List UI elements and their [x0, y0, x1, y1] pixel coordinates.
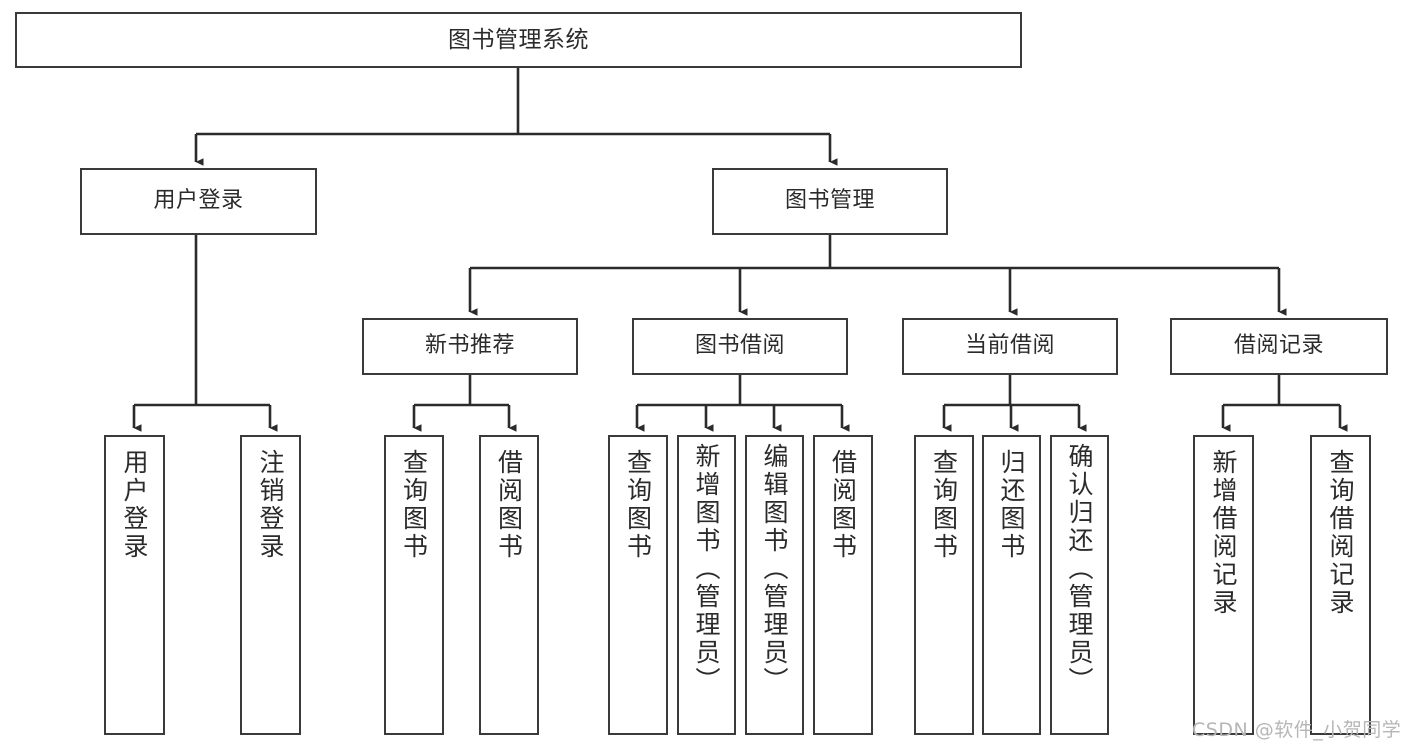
leaf-query-book-borrow-label: 查询图书: [623, 449, 653, 561]
leaf-query-book-recommend[interactable]: 查询图书: [384, 435, 444, 735]
leaf-user-login[interactable]: 用户登录: [104, 435, 165, 735]
node-root[interactable]: 图书管理系统: [15, 12, 1022, 68]
leaf-query-book-current-label: 查询图书: [929, 449, 959, 561]
csdn-watermark: CSDN @软件_小贺同学: [1192, 719, 1402, 741]
leaf-add-borrow-record-label: 新增借阅记录: [1209, 449, 1238, 617]
node-book-management[interactable]: 图书管理: [712, 168, 948, 235]
leaf-edit-book-admin[interactable]: 编辑图书（管理员）: [745, 435, 804, 735]
leaf-logout[interactable]: 注销登录: [240, 435, 301, 735]
leaf-edit-book-admin-label: 编辑图书（管理员）: [760, 443, 789, 695]
leaf-return-book[interactable]: 归还图书: [982, 435, 1041, 735]
leaf-borrow-book-label: 借阅图书: [828, 449, 858, 561]
leaf-confirm-return-admin[interactable]: 确认归还（管理员）: [1050, 435, 1109, 735]
leaf-query-borrow-record[interactable]: 查询借阅记录: [1310, 435, 1371, 735]
leaf-borrow-book[interactable]: 借阅图书: [813, 435, 873, 735]
node-borrow-records[interactable]: 借阅记录: [1170, 318, 1388, 375]
node-new-book-recommend-label: 新书推荐: [424, 333, 515, 359]
node-root-label: 图书管理系统: [448, 26, 589, 53]
leaf-query-book-recommend-label: 查询图书: [399, 449, 429, 561]
leaf-borrow-book-recommend-label: 借阅图书: [494, 449, 524, 561]
leaf-user-login-label: 用户登录: [120, 449, 149, 561]
node-user-login-label: 用户登录: [153, 188, 244, 214]
leaf-confirm-return-admin-label: 确认归还（管理员）: [1065, 443, 1094, 695]
node-book-borrow[interactable]: 图书借阅: [632, 318, 848, 375]
leaf-add-borrow-record[interactable]: 新增借阅记录: [1193, 435, 1254, 735]
leaf-query-book-borrow[interactable]: 查询图书: [608, 435, 668, 735]
leaf-add-book-admin[interactable]: 新增图书（管理员）: [677, 435, 736, 735]
node-book-borrow-label: 图书借阅: [694, 333, 785, 359]
node-current-borrow-label: 当前借阅: [964, 333, 1055, 359]
node-user-login[interactable]: 用户登录: [80, 168, 317, 235]
leaf-borrow-book-recommend[interactable]: 借阅图书: [479, 435, 539, 735]
leaf-logout-label: 注销登录: [256, 449, 285, 561]
node-borrow-records-label: 借阅记录: [1233, 333, 1324, 359]
node-current-borrow[interactable]: 当前借阅: [902, 318, 1118, 375]
leaf-query-book-current[interactable]: 查询图书: [914, 435, 974, 735]
leaf-add-book-admin-label: 新增图书（管理员）: [692, 443, 721, 695]
leaf-query-borrow-record-label: 查询借阅记录: [1326, 449, 1355, 617]
node-book-management-label: 图书管理: [784, 188, 875, 214]
leaf-return-book-label: 归还图书: [997, 449, 1026, 561]
node-new-book-recommend[interactable]: 新书推荐: [362, 318, 578, 375]
